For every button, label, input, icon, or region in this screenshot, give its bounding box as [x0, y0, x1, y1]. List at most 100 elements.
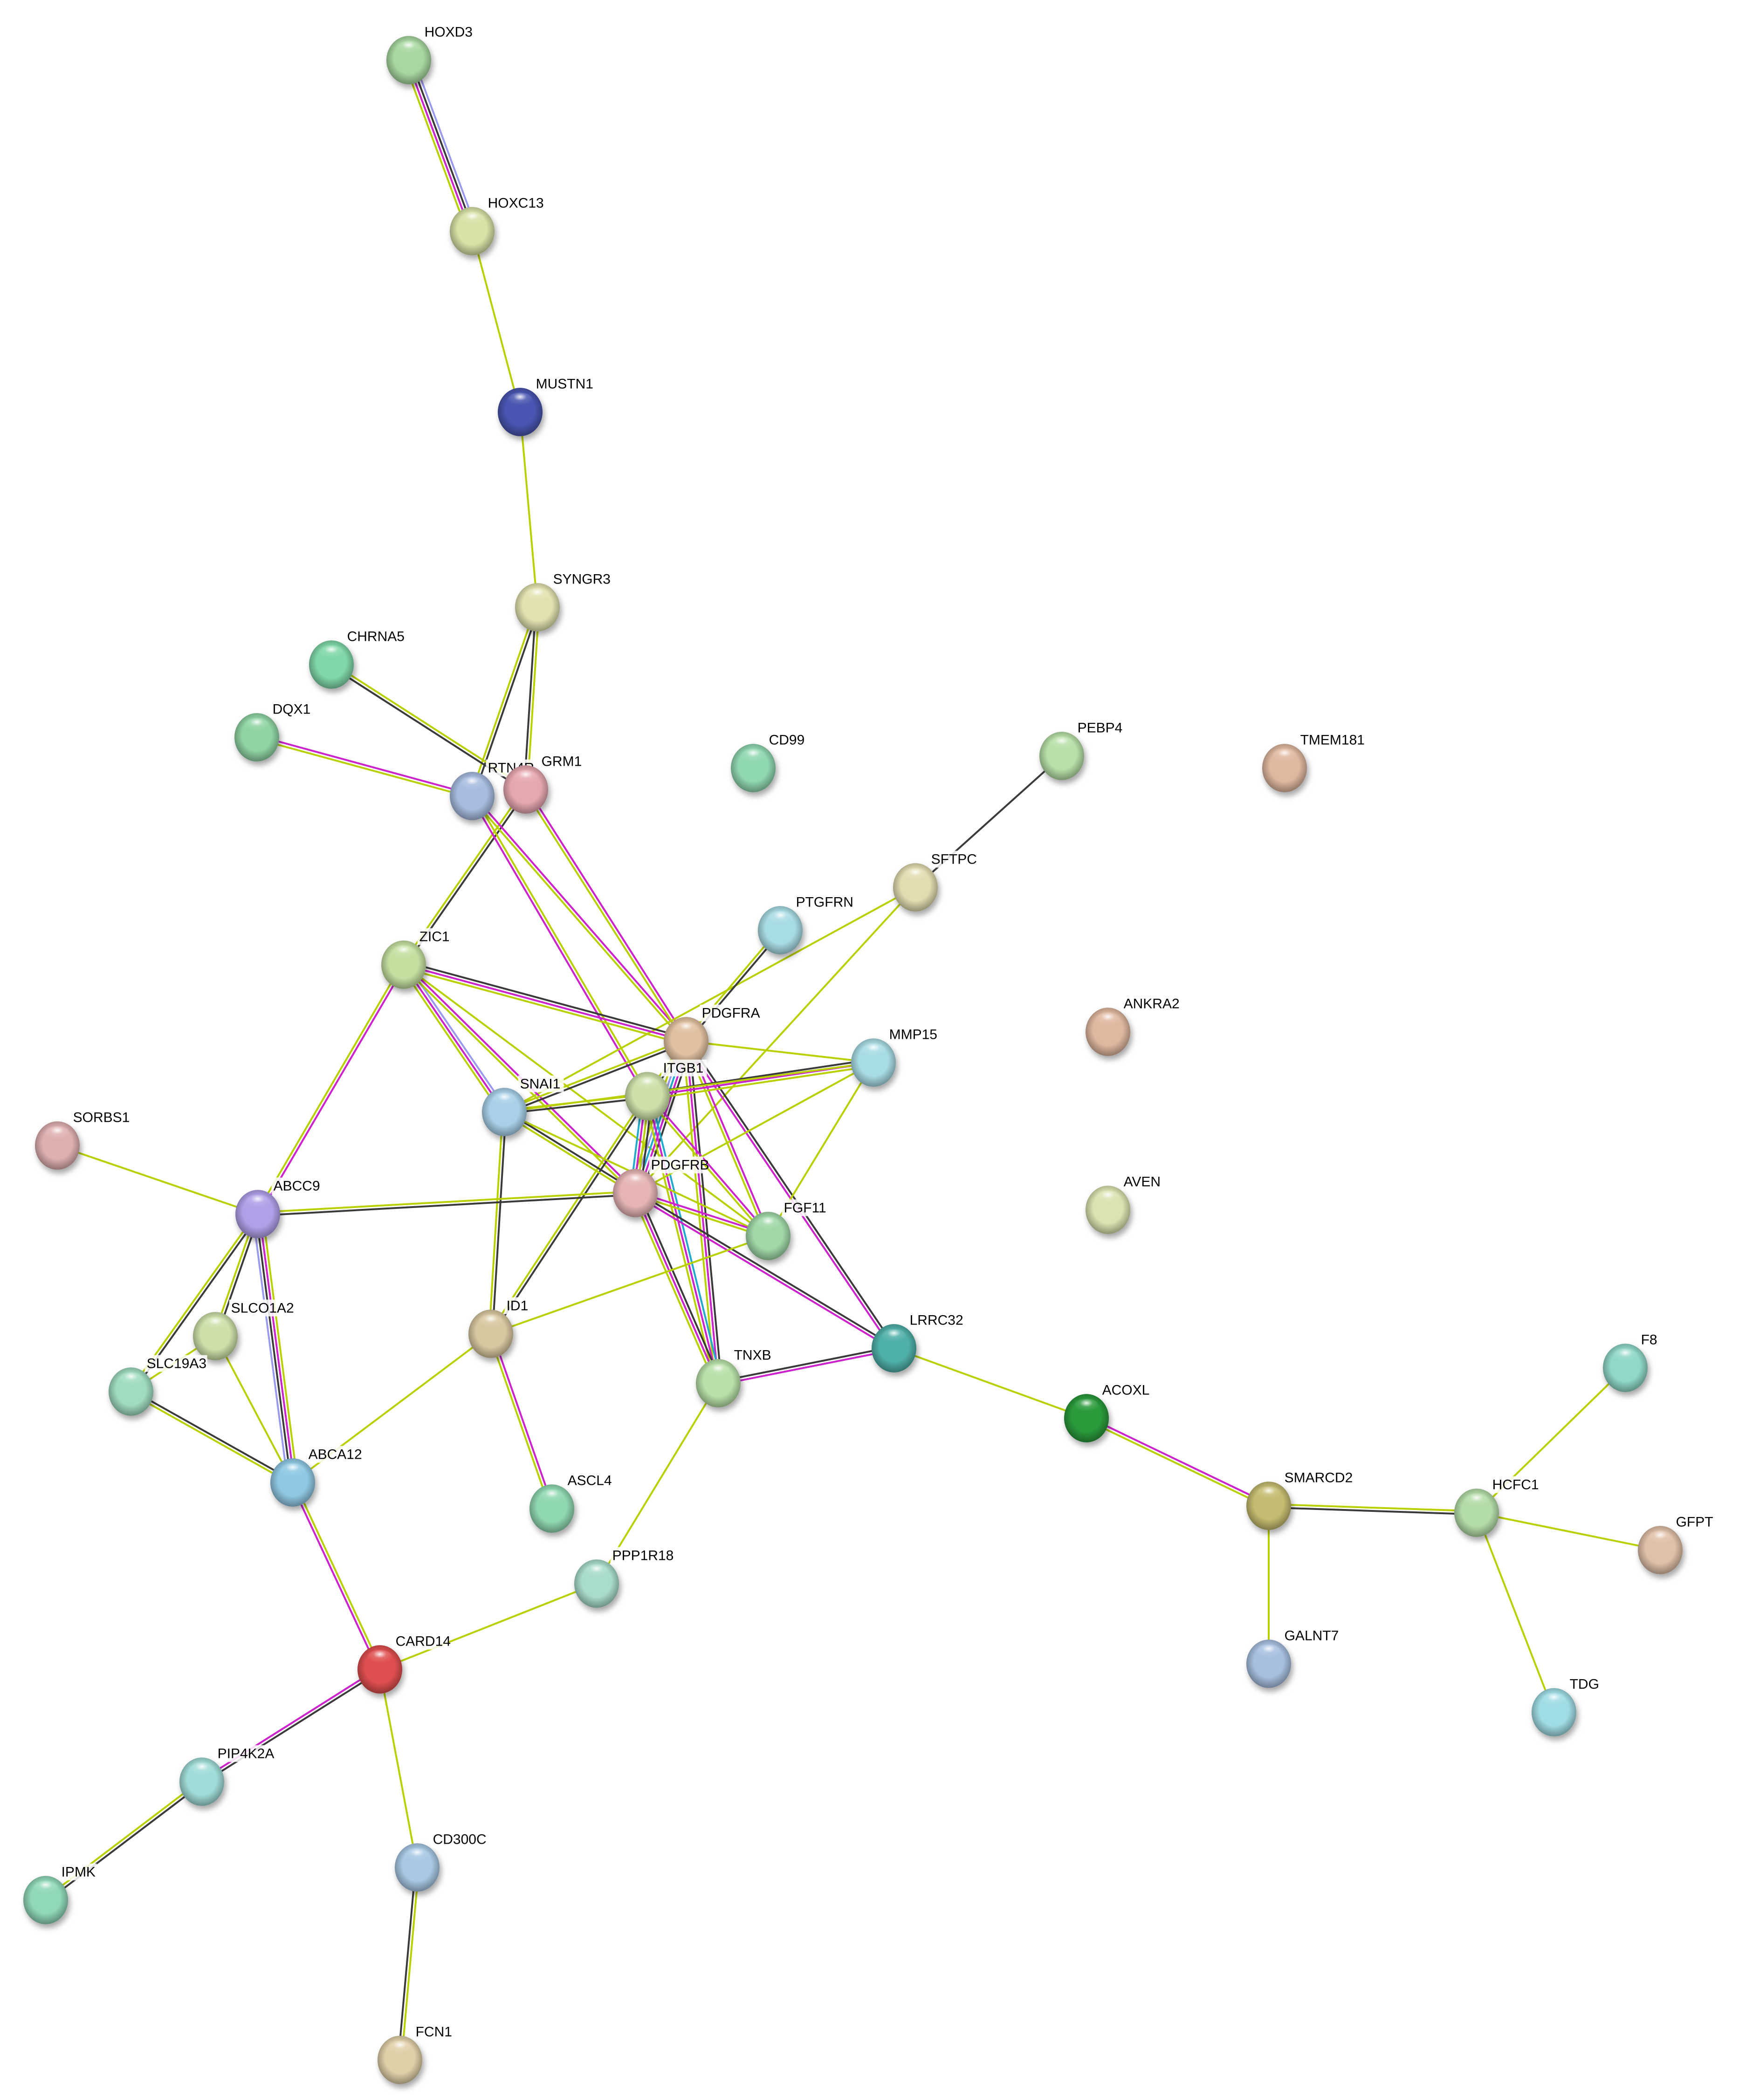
node-label: ZIC1 [419, 929, 450, 945]
node-abcc9[interactable]: ABCC9 [235, 1177, 320, 1238]
node-tmem181[interactable]: TMEM181 [1262, 731, 1365, 792]
node-cd99[interactable]: CD99 [731, 731, 804, 792]
node-label: DQX1 [273, 702, 311, 717]
node-highlight [706, 1364, 731, 1378]
edge-itgb1-id1[interactable] [488, 1094, 650, 1336]
edge-id1-ascl4[interactable] [488, 1333, 555, 1510]
node-sorbs1[interactable]: SORBS1 [35, 1109, 130, 1170]
edge-itgb1-tnxb[interactable] [643, 1095, 722, 1385]
node-tdg[interactable]: TDG [1532, 1675, 1599, 1736]
edge-pdgfrb-abcc9[interactable] [257, 1190, 636, 1217]
node-ankra2[interactable]: ANKRA2 [1086, 995, 1180, 1056]
node-slco1a2[interactable]: SLCO1A2 [193, 1299, 294, 1360]
node-fgf11[interactable]: FGF11 [746, 1199, 828, 1260]
edge-itgb1-fgf11[interactable] [645, 1094, 770, 1238]
edge-snai1-pdgfrb[interactable] [503, 1110, 637, 1195]
node-sftpc[interactable]: SFTPC [893, 851, 977, 912]
node-tnxb[interactable]: TNXB [696, 1346, 771, 1407]
node-lrrc32[interactable]: LRRC32 [872, 1311, 963, 1373]
edge-lrrc32-acoxl[interactable] [894, 1347, 1087, 1419]
node-fcn1[interactable]: FCN1 [378, 2023, 452, 2084]
edge-zic1-abcc9[interactable] [255, 963, 406, 1215]
edge-sorbs1-abcc9[interactable] [57, 1145, 258, 1215]
node-ppp1r18[interactable]: PPP1R18 [574, 1547, 674, 1608]
edge-card14-pip4k2a[interactable] [200, 1667, 381, 1784]
node-grm1[interactable]: GRM1 [503, 753, 582, 814]
node-label-background [1100, 1381, 1146, 1399]
edge-pdgfra-mmp15[interactable] [686, 1040, 874, 1064]
node-highlight [405, 1848, 430, 1862]
edge-pdgfra-snai1[interactable] [503, 1038, 687, 1115]
edge-pebp4-sftpc[interactable] [914, 755, 1063, 888]
edge-grm1-pdgfra[interactable] [523, 788, 688, 1043]
edge-hcfc1-tdg[interactable] [1476, 1512, 1555, 1713]
edge-smarcd2-hcfc1[interactable] [1268, 1503, 1477, 1516]
node-slc19a3[interactable]: SLC19A3 [109, 1355, 207, 1416]
node-syngr3[interactable]: SYNGR3 [515, 570, 611, 631]
node-zic1[interactable]: ZIC1 [381, 928, 455, 989]
node-dqx1[interactable]: DQX1 [234, 700, 311, 762]
edge-rtn4r-pdgfra[interactable] [470, 794, 688, 1043]
edge-abca12-card14[interactable] [290, 1481, 382, 1671]
node-cd300c[interactable]: CD300C [395, 1831, 487, 1892]
edge-ptgfrn-pdgfra[interactable] [684, 928, 783, 1043]
node-gfpt[interactable]: GFPT [1638, 1513, 1713, 1574]
edge-zic1-pdgfra[interactable] [402, 961, 687, 1045]
edge-pdgfrb-tnxb[interactable] [631, 1191, 722, 1385]
edge-snai1-id1[interactable] [488, 1112, 507, 1334]
node-mustn1[interactable]: MUSTN1 [498, 375, 593, 436]
edge-pdgfra-lrrc32[interactable] [684, 1039, 896, 1350]
node-f8[interactable]: F8 [1603, 1331, 1660, 1392]
edge-pdgfrb-lrrc32[interactable] [634, 1191, 895, 1351]
edge-pdgfrb-fgf11[interactable] [634, 1190, 769, 1239]
node-pebp4[interactable]: PEBP4 [1039, 719, 1122, 780]
edge-syngr3-grm1[interactable] [523, 607, 540, 790]
node-card14[interactable]: CARD14 [357, 1633, 451, 1694]
node-abca12[interactable]: ABCA12 [270, 1446, 362, 1507]
edge-sftpc-pdgfrb[interactable] [634, 886, 916, 1194]
node-smarcd2[interactable]: SMARCD2 [1246, 1469, 1353, 1530]
node-ptgfrn[interactable]: PTGFRN [758, 893, 853, 954]
edge-abcc9-abca12[interactable] [252, 1213, 299, 1483]
edge-mustn1-syngr3[interactable] [519, 412, 538, 608]
node-hoxc13[interactable]: HOXC13 [450, 194, 544, 255]
node-chrna5[interactable]: CHRNA5 [309, 628, 405, 689]
edge-hoxc13-mustn1[interactable] [471, 231, 521, 412]
node-pdgfra[interactable]: PDGFRA [664, 1004, 760, 1065]
edge-hoxd3-hoxc13[interactable] [403, 58, 478, 233]
node-acoxl[interactable]: ACOXL [1064, 1381, 1149, 1442]
edge-card14-cd300c[interactable] [379, 1669, 418, 1868]
node-aven[interactable]: AVEN [1086, 1173, 1161, 1234]
edge-slco1a2-abca12[interactable] [214, 1336, 294, 1483]
node-hcfc1[interactable]: HCFC1 [1454, 1476, 1539, 1537]
edge-acoxl-smarcd2[interactable] [1085, 1416, 1270, 1508]
edge-dqx1-rtn4r[interactable] [256, 734, 473, 799]
node-label-background [417, 928, 455, 945]
edge-evidence-line [1269, 1503, 1477, 1512]
edge-ppp1r18-card14[interactable] [379, 1583, 597, 1670]
edge-mmp15-snai1[interactable] [504, 1062, 874, 1113]
node-label: LRRC32 [910, 1313, 963, 1328]
edge-sftpc-snai1[interactable] [504, 886, 916, 1113]
edge-rtn4r-itgb1[interactable] [470, 795, 650, 1098]
node-ascl4[interactable]: ASCL4 [529, 1472, 612, 1533]
node-hoxd3[interactable]: HOXD3 [386, 23, 473, 84]
node-pip4k2a[interactable]: PIP4K2A [179, 1745, 278, 1806]
edge-tnxb-lrrc32[interactable] [717, 1345, 895, 1386]
edge-slc19a3-abca12[interactable] [130, 1389, 294, 1485]
node-ipmk[interactable]: IPMK [23, 1863, 97, 1924]
edge-fgf11-id1[interactable] [490, 1235, 769, 1335]
edge-pip4k2a-ipmk[interactable] [44, 1779, 204, 1902]
node-itgb1[interactable]: ITGB1 [625, 1059, 707, 1120]
node-pdgfrb[interactable]: PDGFRB [613, 1156, 709, 1217]
edge-cd300c-fcn1[interactable] [397, 1867, 420, 2060]
edge-hcfc1-gfpt[interactable] [1476, 1512, 1661, 1551]
node-mmp15[interactable]: MMP15 [851, 1026, 937, 1087]
node-id1[interactable]: ID1 [468, 1297, 534, 1358]
edge-evidence-line [257, 734, 473, 796]
node-label: ID1 [507, 1298, 529, 1314]
node-label-background [215, 1745, 278, 1762]
node-galnt7[interactable]: GALNT7 [1246, 1627, 1339, 1688]
node-snai1[interactable]: SNAI1 [482, 1075, 564, 1136]
edge-mmp15-pdgfrb[interactable] [635, 1062, 874, 1194]
